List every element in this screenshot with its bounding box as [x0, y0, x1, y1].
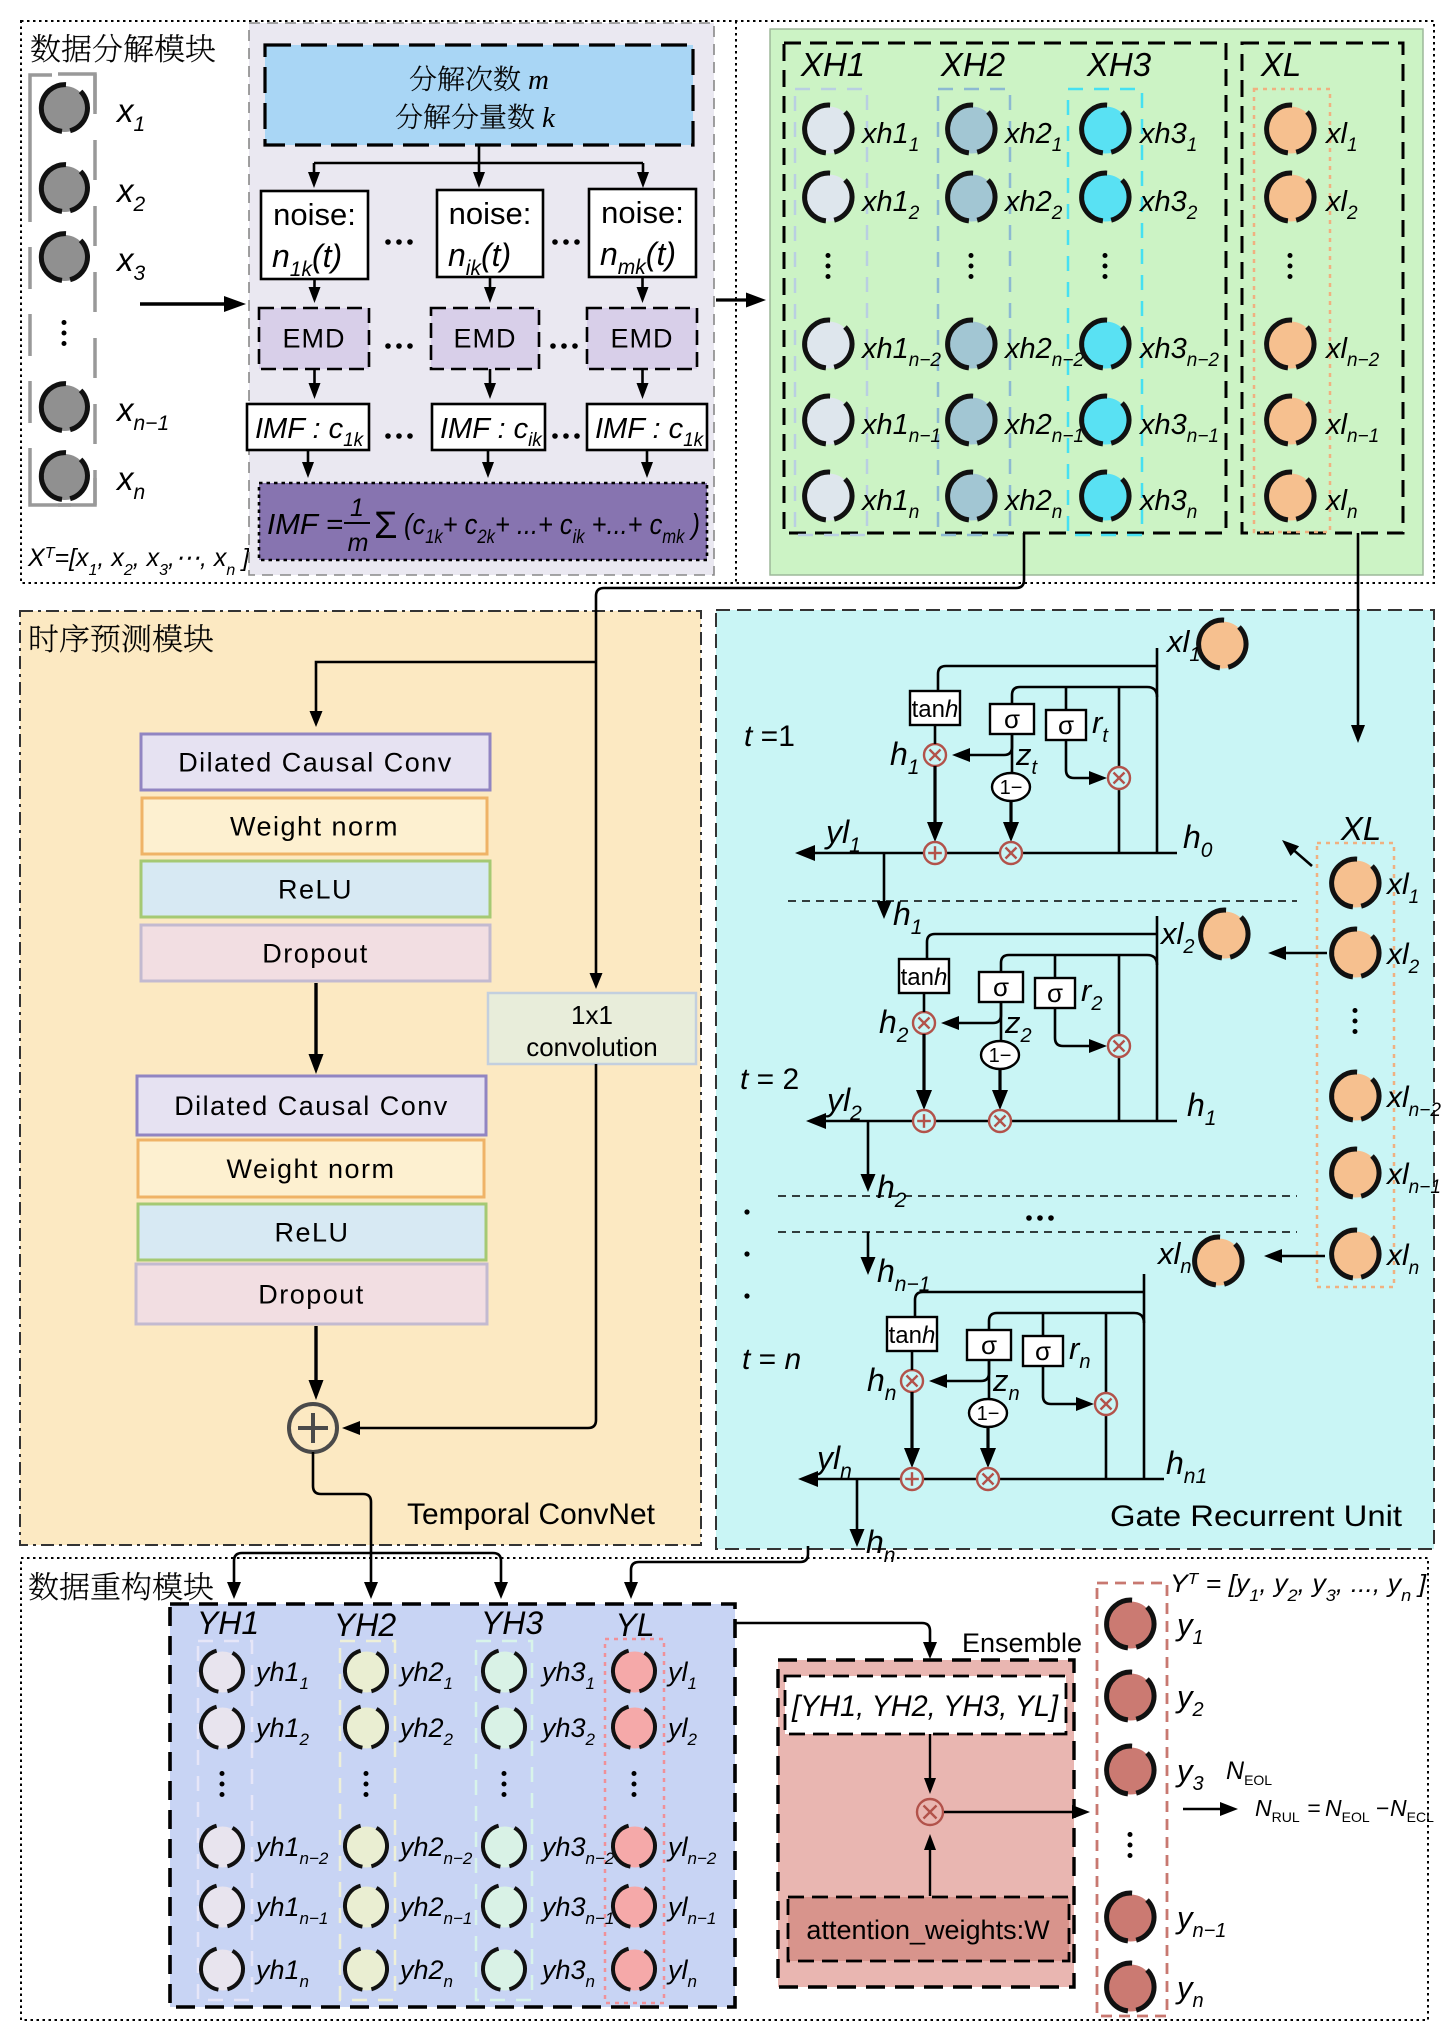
- svg-text:tanh: tanh: [901, 964, 948, 991]
- svg-text:−: −: [1376, 1795, 1389, 1821]
- svg-text:IMF : cik: IMF : cik: [440, 413, 543, 451]
- svg-text:h1: h1: [893, 896, 922, 939]
- svg-text:σ: σ: [1004, 704, 1020, 734]
- svg-text:Dilated Causal Conv: Dilated Causal Conv: [174, 1091, 449, 1121]
- svg-text:YH2: YH2: [334, 1607, 396, 1643]
- svg-text:IMF =: IMF =: [267, 509, 343, 541]
- svg-text:x2: x2: [115, 172, 146, 216]
- svg-text:EMD: EMD: [454, 324, 517, 354]
- svg-text:tanh: tanh: [889, 1322, 936, 1349]
- svg-text:h0: h0: [1183, 819, 1213, 862]
- svg-text:σ: σ: [993, 972, 1009, 1002]
- svg-text:1−: 1−: [1000, 777, 1023, 799]
- svg-text:[YH1, YH2, YH3, YL]: [YH1, YH2, YH3, YL]: [791, 1690, 1059, 1723]
- svg-text:XL: XL: [1340, 810, 1381, 847]
- svg-text:t = 2: t = 2: [740, 1063, 799, 1096]
- svg-text:XL: XL: [1260, 46, 1301, 83]
- svg-text:xh1n−1: xh1n−1: [860, 409, 941, 447]
- svg-text:xh21: xh21: [1003, 118, 1062, 156]
- svg-text:ReLU: ReLU: [278, 875, 353, 905]
- svg-text:YH3: YH3: [481, 1605, 543, 1641]
- svg-text:hn: hn: [866, 1524, 895, 1567]
- svg-text:tanh: tanh: [912, 696, 959, 723]
- svg-text:Temporal ConvNet: Temporal ConvNet: [407, 1498, 656, 1531]
- svg-text:xl2: xl2: [1324, 186, 1358, 224]
- svg-text:m: m: [348, 529, 369, 557]
- svg-text:noise:: noise:: [273, 197, 356, 232]
- svg-text:XH1: XH1: [800, 46, 865, 83]
- svg-text:1−: 1−: [989, 1045, 1012, 1067]
- svg-text:YL: YL: [615, 1607, 654, 1643]
- svg-text:1: 1: [350, 494, 364, 522]
- svg-text:Dropout: Dropout: [258, 1280, 365, 1310]
- svg-text:σ: σ: [981, 1330, 997, 1360]
- svg-text:xh3n−2: xh3n−2: [1138, 333, 1219, 371]
- svg-text:attention_weights:W: attention_weights:W: [806, 1915, 1050, 1945]
- svg-text:Dilated Causal Conv: Dilated Causal Conv: [178, 748, 453, 778]
- svg-text:XH2: XH2: [940, 46, 1005, 83]
- svg-text:1x1: 1x1: [571, 1000, 613, 1030]
- svg-text:IMF : c1k: IMF : c1k: [255, 413, 365, 451]
- svg-text:EMD: EMD: [283, 324, 346, 354]
- svg-text:Weight norm: Weight norm: [226, 1154, 395, 1184]
- svg-text:YH1: YH1: [197, 1605, 259, 1641]
- svg-text:noise:: noise:: [601, 195, 684, 230]
- svg-text:σ: σ: [1058, 710, 1074, 740]
- svg-text:k: k: [542, 102, 556, 134]
- svg-text:XH3: XH3: [1086, 46, 1152, 83]
- svg-text:t = n: t = n: [742, 1343, 801, 1376]
- svg-text:Dropout: Dropout: [262, 939, 369, 969]
- svg-text:m: m: [528, 64, 549, 96]
- svg-text:1−: 1−: [977, 1403, 1000, 1425]
- svg-text:=: =: [1307, 1795, 1320, 1821]
- svg-text:ReLU: ReLU: [274, 1218, 349, 1248]
- svg-text:Σ: Σ: [374, 505, 398, 547]
- svg-text:Gate Recurrent Unit: Gate Recurrent Unit: [1110, 1500, 1403, 1533]
- svg-text:EMD: EMD: [611, 324, 674, 354]
- svg-text:convolution: convolution: [526, 1032, 658, 1062]
- svg-text:Weight norm: Weight norm: [230, 812, 399, 842]
- svg-text:Ensemble: Ensemble: [962, 1628, 1082, 1658]
- svg-text:t =1: t =1: [744, 720, 795, 753]
- svg-text:noise:: noise:: [449, 196, 532, 231]
- svg-text:σ: σ: [1047, 978, 1063, 1008]
- svg-text:xh2n: xh2n: [1003, 485, 1062, 523]
- svg-text:σ: σ: [1035, 1336, 1051, 1366]
